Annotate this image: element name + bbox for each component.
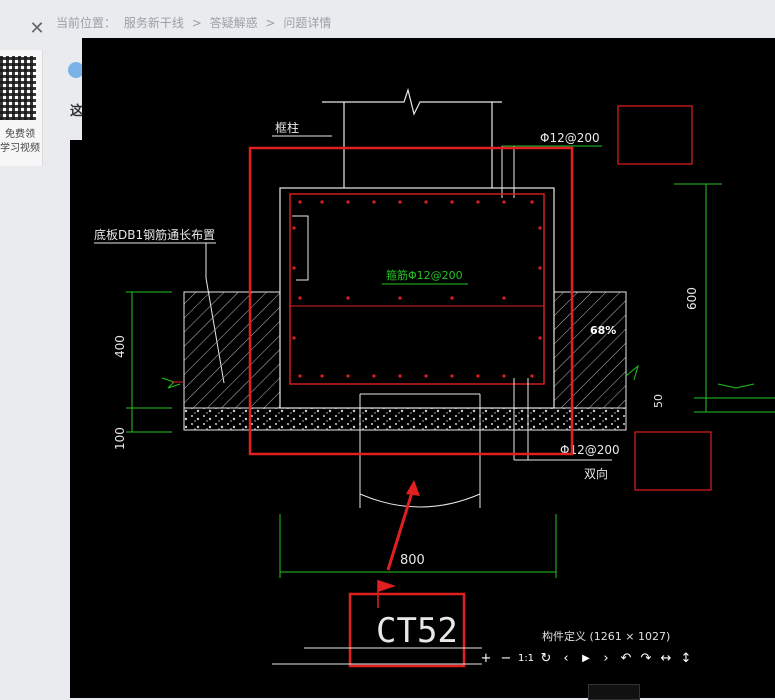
qr-promo-text: 免费领 学习视频 <box>0 128 40 156</box>
user-avatar-icon <box>68 62 84 78</box>
dim-100: 100 <box>113 427 127 450</box>
actual-size-button[interactable]: 1:1 <box>517 653 535 664</box>
breadcrumb-item: 问题详情 <box>283 16 332 30</box>
prev-button[interactable]: ‹ <box>563 651 569 666</box>
right-dimensions <box>625 183 775 413</box>
label-two-way: 双向 <box>584 466 608 481</box>
flip-vertical-button[interactable]: ↕ <box>680 651 692 666</box>
label-rebar-bottom: Φ12@200 <box>560 443 620 457</box>
breadcrumb-separator: > <box>191 16 202 30</box>
zoom-out-button[interactable]: − <box>500 651 512 666</box>
label-rebar-top: Φ12@200 <box>540 131 600 145</box>
bottom-dimension <box>279 514 557 578</box>
right-wall-hatch <box>553 291 627 409</box>
dim-800: 800 <box>400 553 425 568</box>
breadcrumb-separator: > <box>265 16 276 30</box>
qr-code-image <box>0 56 36 120</box>
red-arrow <box>386 485 416 571</box>
page-title-fragment: 这 <box>70 104 84 119</box>
flip-horizontal-button[interactable]: ↔ <box>660 651 672 666</box>
breadcrumb: 当前位置： 服务新干线 > 答疑解惑 > 问题详情 <box>56 14 335 31</box>
undo-button[interactable]: ↶ <box>620 651 632 666</box>
breadcrumb-item[interactable]: 答疑解惑 <box>209 16 258 30</box>
next-button[interactable]: › <box>603 651 609 666</box>
redo-button[interactable]: ↷ <box>640 651 652 666</box>
highlight-box <box>248 146 574 456</box>
qr-promo-panel[interactable]: 免费领 学习视频 <box>0 50 43 166</box>
viewer-edge <box>70 140 82 698</box>
dim-600: 600 <box>685 287 699 310</box>
cad-drawing: 框柱 Φ12@200 底板DB1钢筋通长布置 <box>94 87 775 668</box>
left-wall-hatch <box>183 291 281 409</box>
qr-promo-line2: 学习视频 <box>0 143 40 154</box>
rebar-dots <box>292 200 542 378</box>
label-stirrup: 箍筋Φ12@200 <box>386 268 463 282</box>
image-viewer[interactable]: 框柱 Φ12@200 底板DB1钢筋通长布置 <box>82 38 775 700</box>
breadcrumb-item[interactable]: 服务新干线 <box>123 16 184 30</box>
dim-50: 50 <box>652 394 665 408</box>
red-square-bottom <box>634 431 712 491</box>
ct-highlight-box <box>348 592 466 668</box>
label-bottom-plate: 底板DB1钢筋通长布置 <box>94 227 215 242</box>
label-column: 框柱 <box>275 120 299 135</box>
label-ct: CT52 <box>376 611 458 651</box>
qr-promo-line1: 免费领 <box>5 129 35 140</box>
pit-box <box>279 187 555 409</box>
breadcrumb-label: 当前位置： <box>56 16 117 30</box>
close-icon[interactable]: ✕ <box>29 18 45 39</box>
percent-badge: 68% <box>590 324 616 337</box>
zoom-in-button[interactable]: + <box>480 651 492 666</box>
image-title: 构件定义 (1261 × 1027) <box>542 630 671 643</box>
red-square-top <box>617 105 693 165</box>
left-dimensions <box>126 291 172 433</box>
column-break-line <box>322 87 502 188</box>
rebar-outline <box>289 193 545 385</box>
rotate-button[interactable]: ↻ <box>540 651 552 666</box>
play-button[interactable]: ▶ <box>582 653 590 664</box>
dim-400: 400 <box>113 335 127 358</box>
pile <box>359 393 481 508</box>
viewer-toolbar: + − 1:1 ↻ ‹ ▶ › ↶ ↷ ↔ ↕ <box>476 648 696 670</box>
